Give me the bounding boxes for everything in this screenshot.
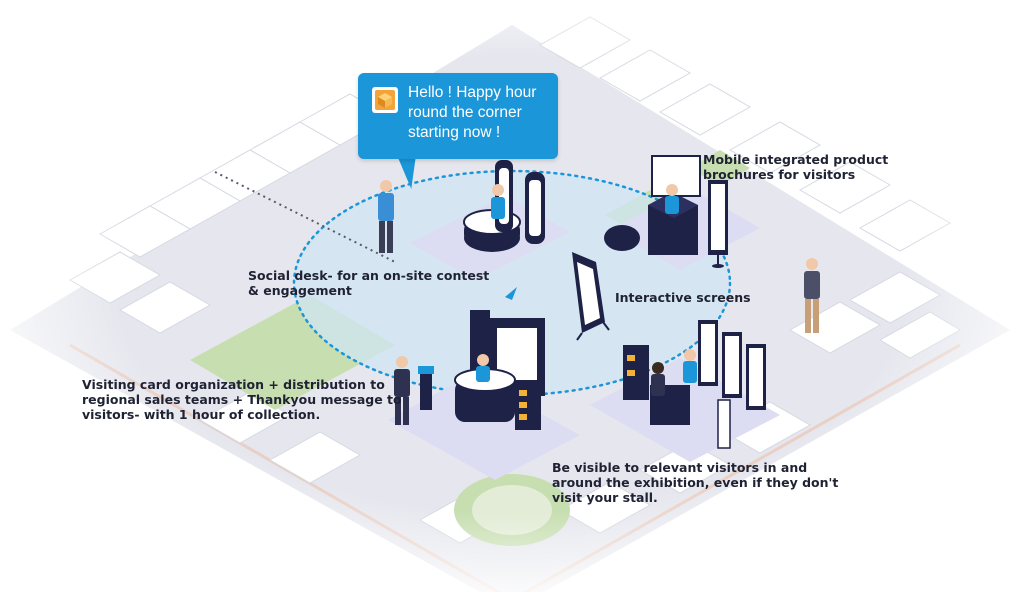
label-mobile-brochures: Mobile integrated product brochures for …	[703, 152, 888, 182]
label-visiting-card: Visiting card organization + distributio…	[82, 377, 402, 422]
gift-box-icon	[372, 87, 398, 113]
label-line: Visiting card organization + distributio…	[82, 377, 385, 392]
bubble-line: Hello ! Happy hour	[408, 84, 537, 101]
label-line: visitors- with 1 hour of collection.	[82, 407, 321, 422]
bubble-line: starting now !	[408, 124, 501, 141]
label-line: visit your stall.	[552, 490, 658, 505]
bubble-message: Hello ! Happy hour round the corner star…	[408, 83, 536, 143]
label-line: Mobile integrated product	[703, 152, 889, 167]
label-line: & engagement	[248, 283, 352, 298]
label-line: Social desk- for an on-site contest	[248, 268, 490, 283]
label-line: regional sales teams + Thankyou message …	[82, 392, 402, 407]
label-line: brochures for visitors	[703, 167, 856, 182]
label-line: Interactive screens	[615, 290, 751, 305]
label-be-visible: Be visible to relevant visitors in and a…	[552, 460, 838, 505]
label-interactive-screens: Interactive screens	[615, 290, 751, 305]
label-social-desk: Social desk- for an on-site contest & en…	[248, 268, 489, 298]
speech-bubble: Hello ! Happy hour round the corner star…	[358, 73, 558, 159]
label-line: Be visible to relevant visitors in and	[552, 460, 808, 475]
label-line: around the exhibition, even if they don'…	[552, 475, 839, 490]
bubble-line: round the corner	[408, 104, 522, 121]
